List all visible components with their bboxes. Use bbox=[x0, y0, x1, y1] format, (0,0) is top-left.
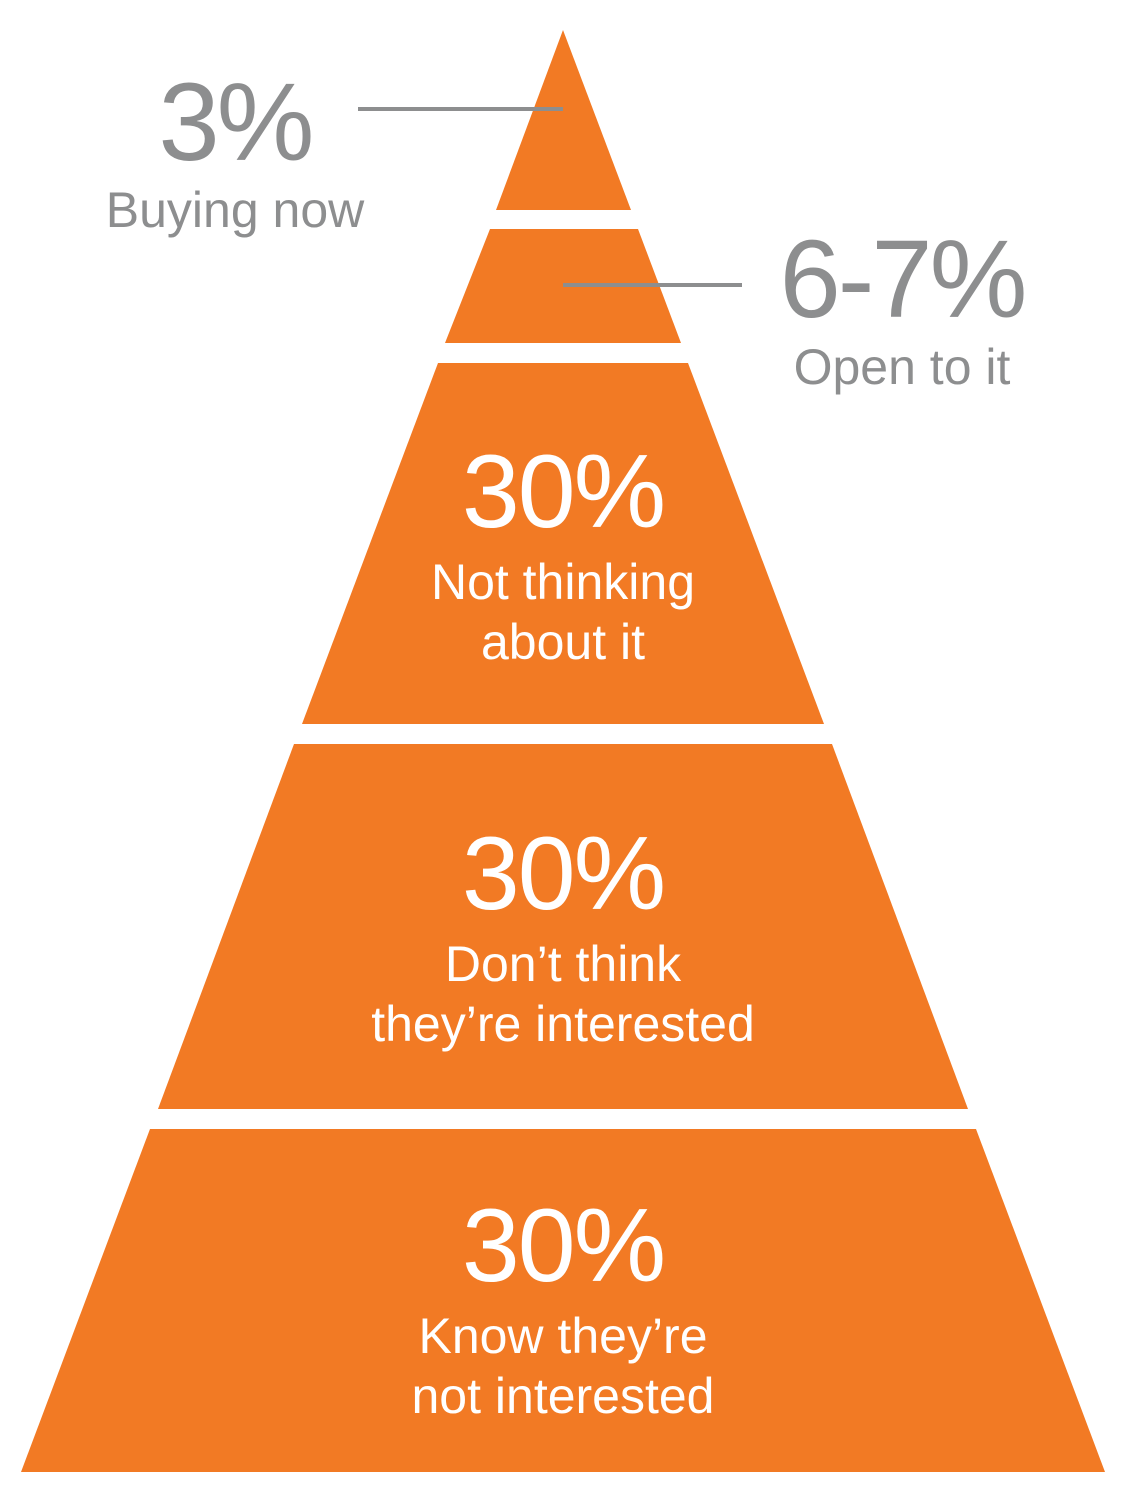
tier-1-shape bbox=[496, 30, 631, 210]
tier-5-shape bbox=[21, 1129, 1105, 1472]
tier-3-percent: 30% bbox=[461, 434, 666, 550]
tier-4-shape bbox=[158, 744, 968, 1109]
tier-4-label-line-1: Don’t think bbox=[444, 936, 682, 992]
tier-2-percent: 6-7% bbox=[779, 218, 1028, 341]
tier-1-callout: 3% Buying now bbox=[90, 61, 380, 239]
tier-5-text: 30% Know they’re not interested bbox=[313, 1194, 813, 1426]
tier-2-callout: 6-7% Open to it bbox=[752, 218, 1052, 396]
tier-4-percent: 30% bbox=[461, 816, 666, 932]
tier-4-text: 30% Don’t think they’re interested bbox=[313, 822, 813, 1054]
tier-4-label-line-2: they’re interested bbox=[371, 996, 755, 1052]
tier-3-text: 30% Not thinking about it bbox=[363, 440, 763, 672]
tier-1-percent: 3% bbox=[158, 61, 315, 184]
tier-3-label-line-1: Not thinking bbox=[430, 554, 696, 610]
tier-1-label: Buying now bbox=[105, 182, 365, 238]
tier-3-label-line-2: about it bbox=[480, 614, 645, 670]
tier-5-label-line-1: Know they’re bbox=[418, 1308, 708, 1364]
tier-5-percent: 30% bbox=[461, 1188, 666, 1304]
tier-3-shape bbox=[302, 363, 824, 724]
tier-5-label-line-2: not interested bbox=[411, 1368, 715, 1424]
tier-2-label: Open to it bbox=[793, 339, 1011, 395]
